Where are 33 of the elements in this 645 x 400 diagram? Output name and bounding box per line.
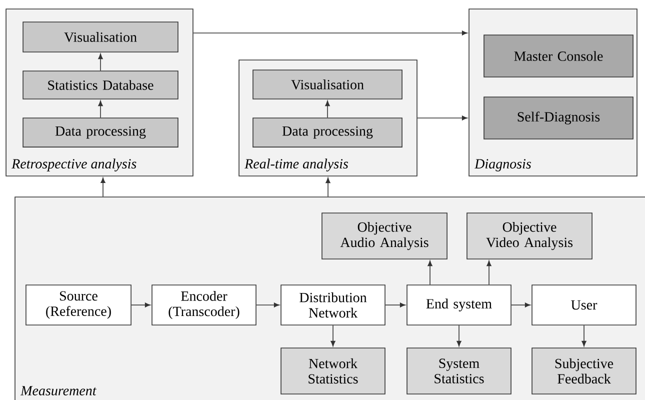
- arrow: [330, 325, 336, 346]
- process-box: User: [532, 284, 636, 326]
- process-box: System Statistics: [406, 348, 512, 394]
- process-box: End system: [406, 284, 512, 326]
- process-box: Self-Diagnosis: [484, 96, 634, 140]
- process-box: Encoder (Transcoder): [152, 284, 256, 326]
- process-box: Objective Video Analysis: [466, 212, 592, 260]
- process-box: Data processing: [252, 118, 402, 148]
- arrow: [256, 302, 280, 308]
- process-box: Distribution Network: [280, 284, 386, 326]
- process-box: Objective Audio Analysis: [322, 212, 448, 260]
- arrow: [192, 30, 468, 36]
- arrow: [326, 178, 330, 197]
- arrow: [428, 260, 432, 285]
- arrow: [486, 260, 492, 285]
- process-box: Visualisation: [22, 22, 178, 52]
- arrow: [456, 325, 462, 346]
- process-box: Network Statistics: [280, 348, 386, 394]
- arrow: [98, 100, 103, 118]
- process-box: Visualisation: [252, 70, 402, 100]
- process-box: Data processing: [22, 118, 178, 148]
- arrow: [385, 302, 406, 308]
- arrow: [417, 116, 468, 120]
- process-box: Subjective Feedback: [532, 348, 636, 394]
- arrow: [325, 100, 330, 118]
- process-box: Statistics Database: [22, 70, 178, 100]
- arrow: [131, 302, 150, 308]
- arrow: [511, 302, 530, 308]
- arrow: [100, 178, 106, 197]
- process-box: Master Console: [484, 34, 634, 78]
- arrow: [582, 325, 586, 346]
- arrow: [98, 54, 103, 71]
- process-box: Source (Reference): [26, 284, 132, 326]
